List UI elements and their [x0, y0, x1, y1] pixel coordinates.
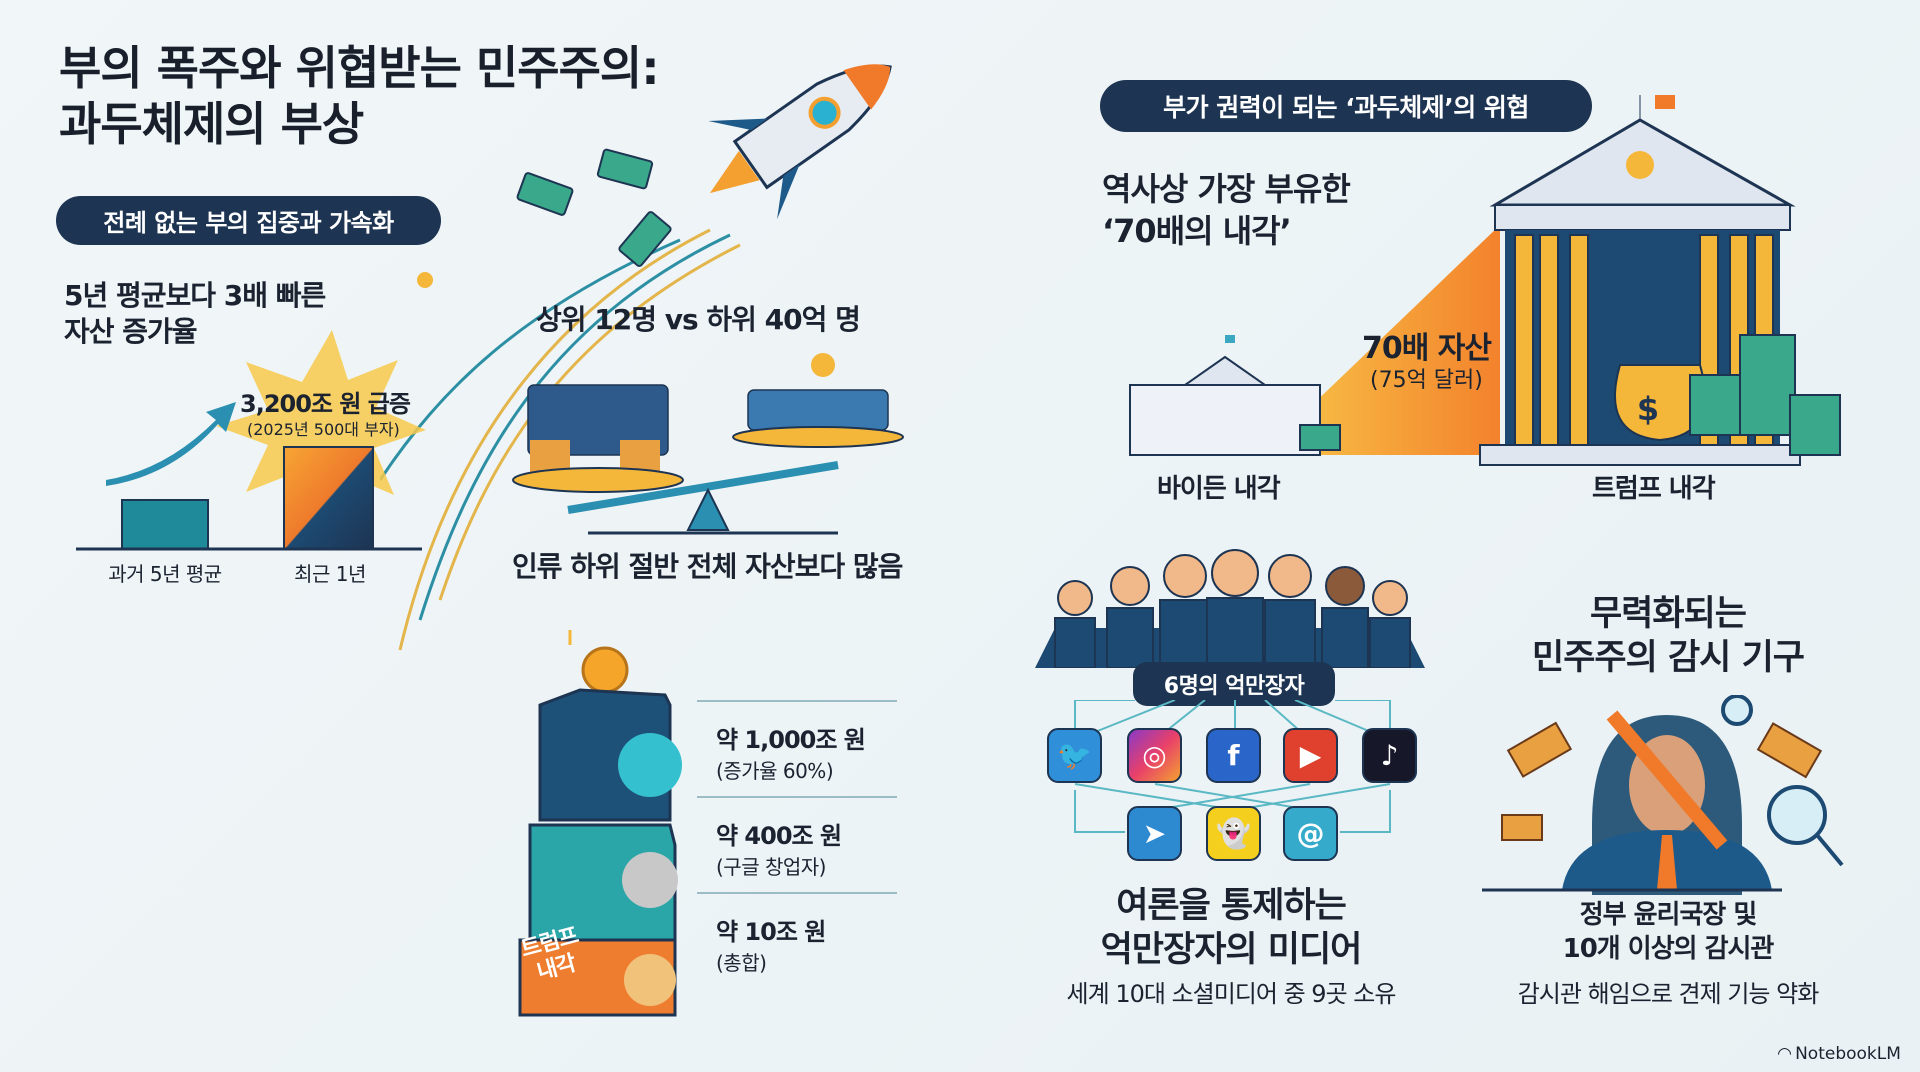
- growth-arrow-icon: [106, 402, 236, 486]
- title-line-1: 부의 폭주와 위협받는 민주주의:: [59, 41, 660, 95]
- bar-past-5y: [121, 499, 209, 550]
- rocket-illustration: [380, 64, 892, 651]
- oversight-sub-line-2: 10개 이상의 감시관: [1562, 934, 1775, 964]
- stack-amount: 약 10조 원: [716, 918, 826, 946]
- page-title: 부의 폭주와 위협받는 민주주의: 과두체제의 부상: [59, 40, 660, 152]
- oversight-sub-line-1: 정부 윤리국장 및: [1579, 900, 1758, 930]
- trump-cabinet-label: 트럼프 내각: [1592, 474, 1716, 504]
- growth-heading-line-2: 자산 증가율: [64, 315, 198, 348]
- scale-caption: 인류 하위 절반 전체 자산보다 많음: [512, 550, 903, 583]
- brand-label: NotebookLM: [1795, 1044, 1901, 1064]
- bar-last-1y: [283, 446, 374, 550]
- billionaires-group-illustration: [1035, 549, 1425, 668]
- media-heading-line-2: 억만장자의 미디어: [1100, 930, 1363, 970]
- title-line-2: 과두체제의 부상: [59, 97, 364, 151]
- cabinet-heading-line-1: 역사상 가장 부유한: [1102, 170, 1351, 208]
- oversight-heading-line-1: 무력화되는: [1589, 594, 1747, 634]
- stack-amount: 약 1,000조 원: [716, 726, 866, 754]
- growth-heading: 5년 평균보다 3배 빠른 자산 증가율: [64, 278, 326, 350]
- snapchat-icon[interactable]: 👻: [1206, 806, 1261, 861]
- media-heading: 여론을 통제하는 억만장자의 미디어: [1031, 884, 1431, 972]
- tiktok-icon[interactable]: ♪: [1362, 728, 1417, 783]
- wealth-stack-illustration: [518, 630, 682, 1017]
- stack-amount: 약 400조 원: [716, 822, 842, 850]
- cabinet-heading: 역사상 가장 부유한 ‘70배의 내각’: [1102, 168, 1351, 252]
- cabinet-comparison-illustration: $: [1129, 95, 1841, 466]
- oversight-heading: 무력화되는 민주주의 감시 기구: [1468, 592, 1868, 680]
- ratio-sub: (75억 달러): [1370, 368, 1483, 393]
- growth-callout: 3,200조 원 급증: [240, 390, 411, 418]
- notebooklm-logo-icon: ◠: [1778, 1044, 1792, 1064]
- youtube-icon[interactable]: ▶: [1283, 728, 1338, 783]
- scale-heading: 상위 12명 vs 하위 40억 명: [536, 303, 861, 336]
- oversight-sub: 정부 윤리국장 및 10개 이상의 감시관: [1468, 898, 1868, 966]
- oversight-caption: 감시관 해임으로 견제 기능 약화: [1517, 980, 1820, 1008]
- media-heading-line-1: 여론을 통제하는: [1116, 886, 1347, 926]
- oversight-illustration: [1482, 695, 1844, 895]
- media-caption: 세계 10대 소셜미디어 중 9곳 소유: [1066, 980, 1397, 1008]
- billionaires-pill: 6명의 억만장자: [1133, 662, 1335, 706]
- twitter-icon[interactable]: 🐦: [1047, 728, 1102, 783]
- stack-item: 약 10조 원 (총합): [716, 912, 826, 976]
- cross-out-mark: [1606, 710, 1728, 850]
- growth-callout-sub: (2025년 500대 부자): [247, 420, 400, 439]
- divider: [697, 700, 897, 702]
- oversight-heading-line-2: 민주주의 감시 기구: [1532, 638, 1805, 678]
- stack-note: (구글 창업자): [716, 855, 826, 879]
- section-pill-wealth-concentration: 전례 없는 부의 집중과 가속화: [56, 196, 441, 245]
- stack-item: 약 400조 원 (구글 창업자): [716, 816, 842, 880]
- divider: [697, 892, 897, 894]
- magnifier-icon: [1721, 695, 1844, 867]
- section-pill-oligarchy-threat: 부가 권력이 되는 ‘과두체제’의 위협: [1100, 80, 1592, 132]
- facebook-icon[interactable]: f: [1206, 728, 1261, 783]
- telegram-icon[interactable]: ➤: [1127, 806, 1182, 861]
- cabinet-heading-line-2: ‘70배의 내각’: [1102, 212, 1292, 250]
- threads-icon[interactable]: @: [1283, 806, 1338, 861]
- stack-note: (증가율 60%): [716, 759, 834, 783]
- coin-icon: [581, 646, 629, 694]
- balance-scale-illustration: [512, 353, 904, 535]
- growth-heading-line-1: 5년 평균보다 3배 빠른: [64, 279, 326, 312]
- divider: [697, 796, 897, 798]
- white-house-icon: [1129, 335, 1321, 456]
- growth-chart: [76, 330, 426, 551]
- bar-label-recent: 최근 1년: [294, 562, 366, 586]
- notebooklm-brand: ◠ NotebookLM: [1778, 1044, 1901, 1064]
- stack-note: (총합): [716, 951, 767, 975]
- ratio-label: 70배 자산: [1362, 331, 1492, 366]
- stack-item: 약 1,000조 원 (증가율 60%): [716, 720, 866, 784]
- bar-label-past: 과거 5년 평균: [108, 562, 222, 586]
- gavel-icon: [1501, 721, 1823, 841]
- biden-cabinet-label: 바이든 내각: [1157, 474, 1281, 504]
- svg-text:$: $: [1637, 390, 1659, 428]
- instagram-icon[interactable]: ◎: [1127, 728, 1182, 783]
